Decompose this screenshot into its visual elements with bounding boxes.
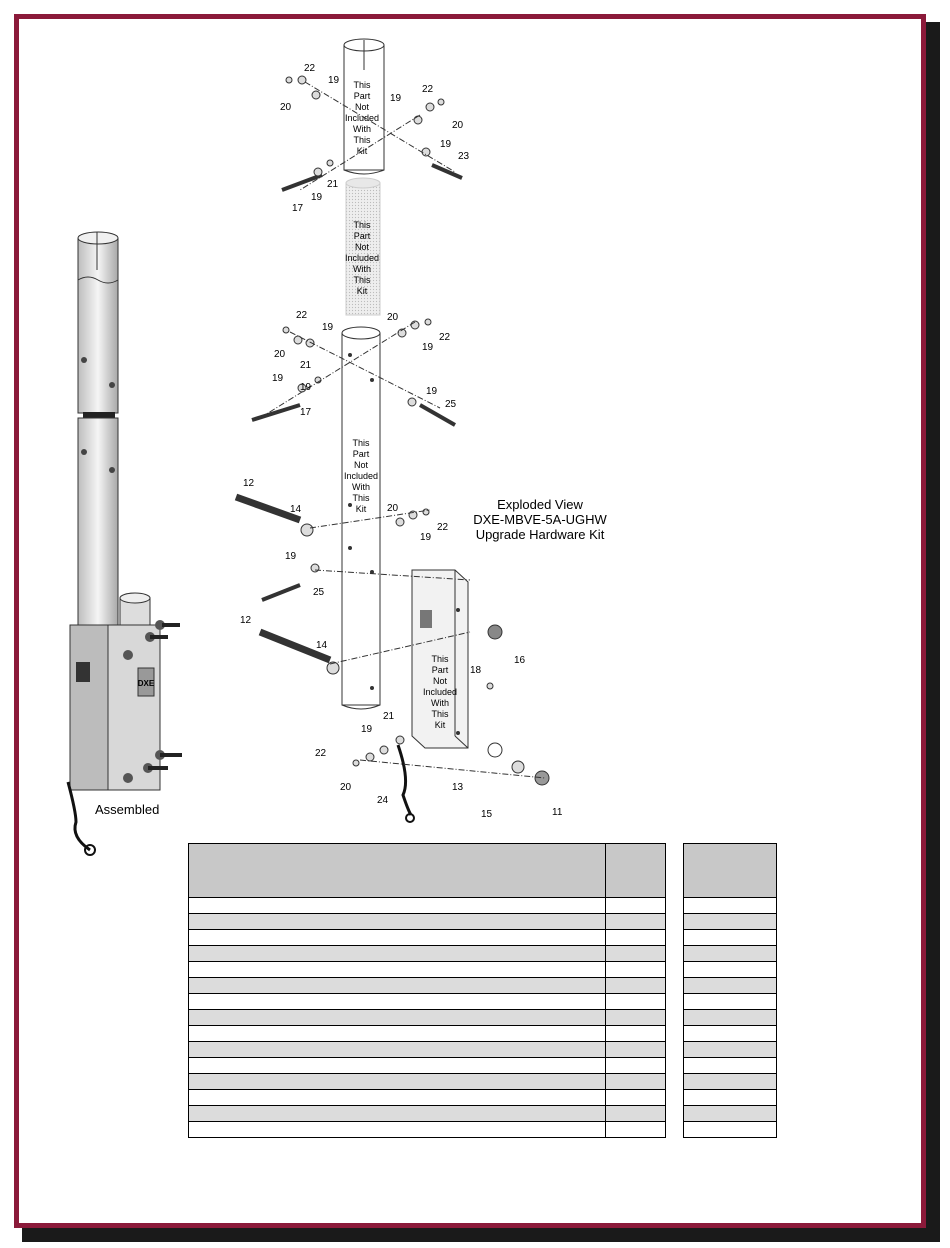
- svg-text:This: This: [353, 220, 371, 230]
- svg-text:20: 20: [387, 312, 399, 323]
- svg-text:25: 25: [313, 587, 325, 598]
- parts-table-side: [683, 843, 777, 1138]
- svg-text:20: 20: [452, 120, 464, 131]
- svg-text:Included: Included: [423, 687, 457, 697]
- svg-text:Part: Part: [353, 449, 370, 459]
- svg-text:Kit: Kit: [435, 720, 446, 730]
- svg-text:24: 24: [377, 795, 389, 806]
- svg-text:Part: Part: [432, 665, 449, 675]
- svg-text:Not: Not: [354, 460, 369, 470]
- svg-text:Part: Part: [354, 91, 371, 101]
- exploded-view-title: Exploded View DXE-MBVE-5A-UGHW Upgrade H…: [473, 497, 607, 542]
- svg-text:Part: Part: [354, 231, 371, 241]
- exploded-top-tube: [343, 38, 385, 175]
- svg-text:19: 19: [272, 373, 284, 384]
- svg-text:Included: Included: [345, 113, 379, 123]
- svg-text:20: 20: [280, 102, 292, 113]
- svg-text:21: 21: [300, 360, 312, 371]
- svg-text:17: 17: [292, 203, 304, 214]
- svg-text:13: 13: [452, 782, 464, 793]
- svg-text:This: This: [352, 438, 370, 448]
- exploded-middle-tube: [345, 177, 381, 316]
- svg-text:Not: Not: [355, 242, 370, 252]
- svg-text:Kit: Kit: [356, 504, 367, 514]
- svg-text:With: With: [352, 482, 370, 492]
- svg-text:19: 19: [311, 192, 323, 203]
- svg-text:Exploded View: Exploded View: [497, 497, 583, 512]
- svg-text:This: This: [353, 275, 371, 285]
- svg-text:Included: Included: [345, 253, 379, 263]
- svg-text:21: 21: [327, 179, 339, 190]
- svg-text:16: 16: [514, 655, 526, 666]
- svg-text:With: With: [353, 124, 371, 134]
- part-callouts: 22 19 20 19 22 20 19 23 17 19 21 22 19 2…: [240, 63, 563, 820]
- svg-text:14: 14: [316, 640, 328, 651]
- svg-text:20: 20: [274, 349, 286, 360]
- svg-text:14: 14: [290, 504, 302, 515]
- svg-text:11: 11: [552, 807, 563, 818]
- svg-text:19: 19: [300, 382, 312, 393]
- svg-text:22: 22: [422, 84, 434, 95]
- svg-text:12: 12: [243, 478, 255, 489]
- svg-text:Upgrade Hardware Kit: Upgrade Hardware Kit: [476, 527, 605, 542]
- svg-text:19: 19: [390, 93, 402, 104]
- exploded-bracket: [411, 569, 469, 749]
- svg-text:22: 22: [315, 748, 327, 759]
- note-middle-tube: This Part Not Included With This Kit: [345, 220, 379, 296]
- svg-text:17: 17: [300, 407, 312, 418]
- svg-text:18: 18: [470, 665, 482, 676]
- svg-text:25: 25: [445, 399, 457, 410]
- svg-text:20: 20: [387, 503, 399, 514]
- svg-text:20: 20: [340, 782, 352, 793]
- alignment-lines: [259, 81, 546, 779]
- svg-text:19: 19: [285, 551, 297, 562]
- svg-text:21: 21: [383, 711, 395, 722]
- svg-text:Not: Not: [355, 102, 370, 112]
- note-bracket: This Part Not Included With This Kit: [423, 654, 457, 730]
- svg-text:22: 22: [304, 63, 316, 74]
- exploded-lower-tube: [341, 326, 381, 710]
- parts-table-main: [188, 843, 666, 1138]
- svg-text:This: This: [431, 654, 449, 664]
- svg-text:22: 22: [437, 522, 449, 533]
- svg-text:22: 22: [296, 310, 308, 321]
- assembled-caption: Assembled: [95, 802, 159, 817]
- hardware-parts: [234, 75, 550, 823]
- note-lower-tube: This Part Not Included With This Kit: [344, 438, 378, 514]
- svg-text:DXE-MBVE-5A-UGHW: DXE-MBVE-5A-UGHW: [473, 512, 607, 527]
- svg-text:19: 19: [426, 386, 438, 397]
- svg-text:This: This: [353, 80, 371, 90]
- svg-text:With: With: [353, 264, 371, 274]
- svg-text:22: 22: [439, 332, 451, 343]
- svg-text:19: 19: [361, 724, 373, 735]
- svg-text:15: 15: [481, 809, 493, 820]
- svg-text:Kit: Kit: [357, 286, 368, 296]
- svg-text:This: This: [353, 135, 371, 145]
- svg-text:19: 19: [328, 75, 340, 86]
- svg-text:Not: Not: [433, 676, 448, 686]
- svg-text:Included: Included: [344, 471, 378, 481]
- svg-text:DXE: DXE: [138, 679, 155, 688]
- svg-text:19: 19: [422, 342, 434, 353]
- svg-text:This: This: [352, 493, 370, 503]
- svg-text:This: This: [431, 709, 449, 719]
- svg-text:19: 19: [322, 322, 334, 333]
- svg-text:23: 23: [458, 151, 470, 162]
- svg-text:19: 19: [440, 139, 452, 150]
- assembled-mast: DXE: [66, 231, 182, 856]
- svg-text:With: With: [431, 698, 449, 708]
- svg-text:12: 12: [240, 615, 252, 626]
- svg-text:19: 19: [420, 532, 432, 543]
